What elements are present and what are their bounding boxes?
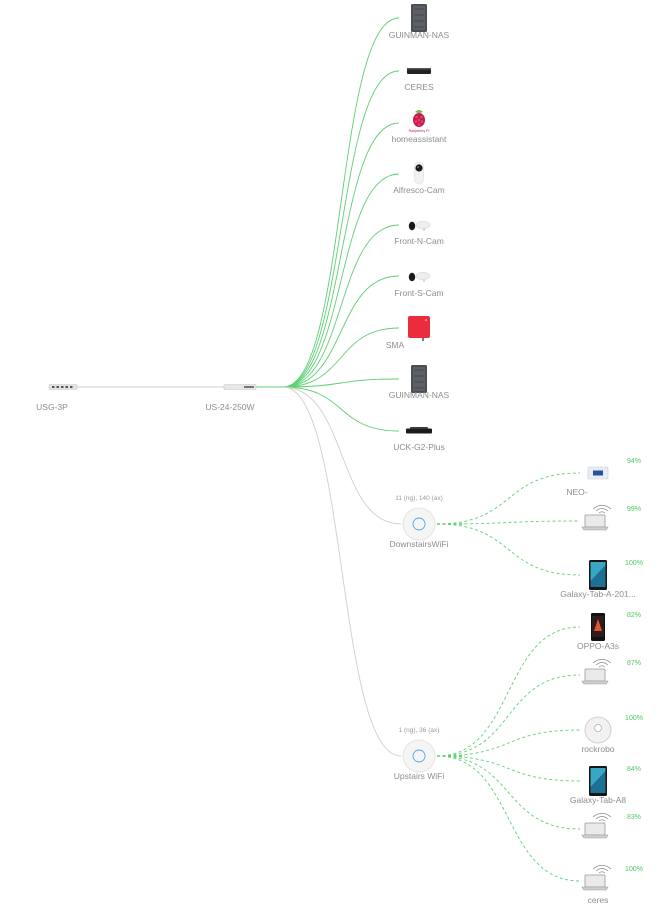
laptop-wifi-icon: [581, 504, 612, 531]
gateway-label: USG-3P: [36, 402, 68, 412]
wired-client-link: [282, 386, 400, 432]
signal-strength-label: 100%: [625, 866, 643, 873]
wireless-client-link: [436, 523, 581, 576]
signal-strength-label: 100%: [625, 560, 643, 567]
ap-name-label: Upstairs WiFi: [394, 771, 445, 781]
wireless-client-link: [436, 674, 581, 757]
client-label: NEO-: [566, 487, 587, 497]
nas-icon: [411, 365, 427, 393]
signal-strength-label: 100%: [625, 715, 643, 722]
wireless-client-link: [436, 472, 581, 525]
bullet-camera-icon: [408, 221, 431, 231]
wired-client-link: [282, 275, 400, 388]
robot-vacuum-icon: [584, 716, 612, 744]
wired-client-link: [282, 122, 400, 388]
wired-client-link: [282, 224, 400, 388]
switch-node[interactable]: US-24-250W: [205, 384, 257, 413]
access-point-link: [282, 386, 402, 757]
client-label: CERES: [404, 82, 434, 92]
wireless-client-link: [436, 520, 581, 525]
laptop-wifi-icon: [581, 658, 612, 685]
client-label: SMA: [386, 340, 405, 350]
wireless-client-node[interactable]: 82% OPPO-A3s: [577, 612, 641, 651]
wireless-client-node[interactable]: 100% Galaxy-Tab-A-201...: [560, 560, 643, 599]
client-label: Alfresco-Cam: [393, 185, 444, 195]
wired-client-node[interactable]: Alfresco-Cam: [393, 161, 445, 195]
wireless-client-node[interactable]: 100% rockrobo: [581, 715, 642, 754]
links-layer: [76, 17, 581, 882]
wireless-client-node[interactable]: 94% NEO-: [566, 458, 641, 497]
wired-client-node[interactable]: SMA: [386, 316, 430, 350]
signal-strength-label: 87%: [627, 660, 641, 667]
tablet-icon: [589, 560, 607, 590]
wireless-client-node[interactable]: 83%: [581, 812, 641, 839]
client-label: Front-N-Cam: [394, 236, 444, 246]
wired-client-link: [282, 70, 400, 388]
client-label: homeassistant: [392, 134, 447, 144]
laptop-wifi-icon: [581, 812, 612, 839]
wireless-client-node[interactable]: 84% Galaxy-Tab-A8: [570, 766, 641, 805]
access-point-node[interactable]: 11 (ng), 140 (ax) DownstairsWiFi: [389, 495, 448, 549]
mini-pc-icon: [407, 68, 431, 74]
signal-strength-label: 84%: [627, 766, 641, 773]
gateway-icon: [48, 384, 78, 390]
wireless-client-node[interactable]: 87%: [581, 658, 641, 685]
wired-client-node[interactable]: GUINMAN-NAS: [389, 4, 450, 40]
wireless-client-link: [436, 755, 581, 830]
tablet-icon: [589, 766, 607, 796]
access-point-link: [282, 386, 402, 525]
ap-channels-label: 1 (ng), 36 (ax): [399, 727, 440, 734]
wired-client-link: [282, 17, 400, 388]
nodes-layer: USG-3P US-24-250W GUINMAN-NAS CERES Raspberr…: [36, 4, 643, 905]
client-label: Galaxy-Tab-A-201...: [560, 589, 636, 599]
camera-icon: [414, 161, 424, 185]
client-label: OPPO-A3s: [577, 641, 619, 651]
client-label: UCK-G2-Plus: [393, 442, 444, 452]
client-label: ceres: [588, 895, 609, 905]
wired-client-link: [282, 327, 400, 388]
inverter-icon: [408, 316, 430, 341]
laptop-wifi-icon: [581, 864, 612, 891]
wired-client-node[interactable]: Front-S-Cam: [394, 272, 444, 298]
access-point-icon: [402, 739, 436, 773]
switch-icon: [223, 384, 257, 390]
nas-icon: [411, 4, 427, 32]
signal-strength-label: 94%: [627, 458, 641, 465]
client-label: GUINMAN-NAS: [389, 30, 450, 40]
raspberry-pi-icon: Raspberry Pi: [409, 110, 430, 133]
gateway-node[interactable]: USG-3P: [36, 384, 78, 413]
client-label: Front-S-Cam: [394, 288, 443, 298]
phone-icon: [591, 613, 605, 641]
signal-strength-label: 99%: [627, 506, 641, 513]
wireless-client-node[interactable]: 100% ceres: [581, 864, 643, 905]
access-point-icon: [402, 507, 436, 541]
client-label: GUINMAN-NAS: [389, 390, 450, 400]
wired-client-node[interactable]: UCK-G2-Plus: [393, 427, 445, 452]
bullet-camera-icon: [408, 272, 431, 282]
wired-client-node[interactable]: Front-N-Cam: [394, 221, 444, 246]
raspberry-pi-logo-text: Raspberry Pi: [409, 129, 430, 133]
tv-icon: [587, 466, 609, 480]
wireless-client-link: [436, 755, 581, 882]
switch-label: US-24-250W: [205, 402, 254, 412]
wired-client-link: [282, 378, 400, 388]
wired-client-node[interactable]: GUINMAN-NAS: [389, 365, 450, 400]
ap-channels-label: 11 (ng), 140 (ax): [395, 495, 443, 502]
wireless-client-link: [436, 626, 581, 757]
client-label: rockrobo: [581, 744, 614, 754]
signal-strength-label: 83%: [627, 814, 641, 821]
wireless-client-link: [436, 729, 581, 757]
access-point-node[interactable]: 1 (ng), 36 (ax) Upstairs WiFi: [394, 727, 445, 781]
cloud-key-icon: [406, 427, 432, 434]
wired-client-link: [282, 173, 400, 388]
wired-client-node[interactable]: CERES: [404, 68, 434, 92]
signal-strength-label: 82%: [627, 612, 641, 619]
wireless-client-link: [436, 755, 581, 782]
wireless-client-node[interactable]: 99%: [581, 504, 641, 531]
client-label: Galaxy-Tab-A8: [570, 795, 626, 805]
ap-name-label: DownstairsWiFi: [389, 539, 448, 549]
